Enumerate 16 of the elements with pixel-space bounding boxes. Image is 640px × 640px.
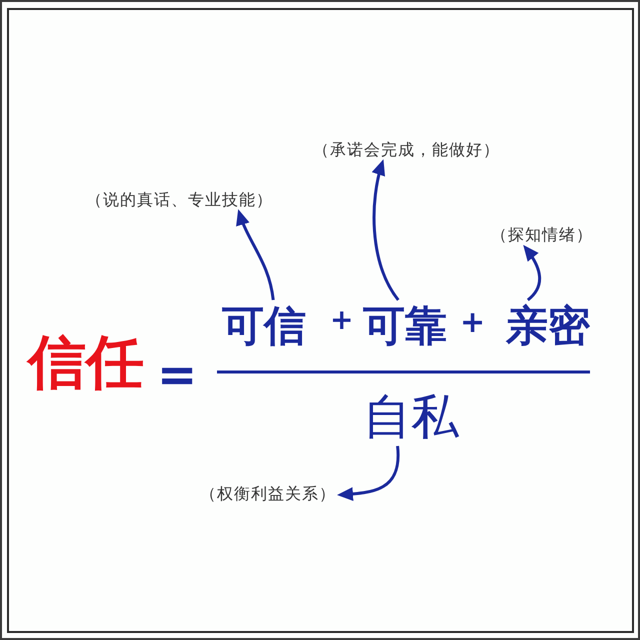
curved-arrow (523, 244, 542, 302)
numerator-term: 可靠 (363, 305, 447, 347)
annotation-note: （权衡利益关系） (200, 486, 336, 502)
annotation-note: （承诺会完成，能做好） (313, 142, 500, 158)
curved-arrow (337, 446, 400, 501)
plus-sign: + (460, 308, 486, 338)
result-term: 信任 (28, 333, 144, 391)
annotation-note: （探知情绪） (491, 227, 593, 243)
numerator-term: 亲密 (506, 305, 590, 347)
curved-arrow (372, 159, 400, 301)
numerator-term: 可信 (222, 305, 306, 347)
curved-arrow (236, 209, 275, 300)
annotation-note: （说的真话、专业技能） (86, 192, 273, 208)
equals-sign: = (157, 351, 198, 399)
denominator-term: 自私 (363, 393, 459, 441)
plus-sign: + (330, 306, 354, 334)
